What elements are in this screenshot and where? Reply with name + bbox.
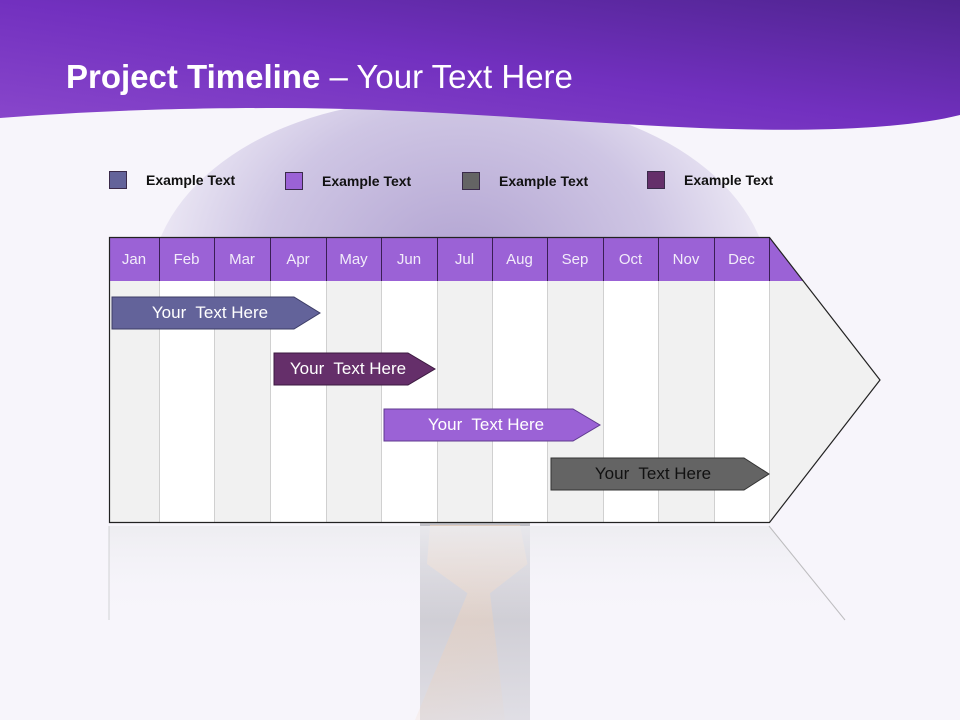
legend-item: Example Text: [285, 171, 411, 191]
task-bar-2-shape: [273, 352, 436, 386]
month-header-mar: Mar: [229, 250, 255, 268]
month-header-may: May: [339, 250, 368, 268]
legend-label: Example Text: [499, 173, 589, 189]
legend-item: Example Text: [462, 171, 588, 191]
month-header-jun: Jun: [396, 250, 422, 268]
month-header-aug: Aug: [506, 250, 533, 268]
legend-swatch: [109, 171, 127, 189]
month-header-jan: Jan: [121, 250, 147, 268]
legend-swatch: [285, 172, 303, 190]
month-header-dec: Dec: [728, 250, 755, 268]
legend-swatch: [462, 172, 480, 190]
month-header-nov: Nov: [672, 250, 700, 268]
task-bar-3-shape: [383, 408, 601, 442]
month-header-apr: Apr: [286, 250, 310, 268]
legend-label: Example Text: [684, 172, 774, 188]
title-rest: – Your Text Here: [320, 58, 573, 95]
month-header-feb: Feb: [173, 250, 200, 268]
header-banner: [0, 0, 960, 130]
task-bar-4-shape: [550, 457, 770, 491]
task-bar-3[interactable]: Your Text Here: [384, 409, 588, 441]
task-bar-label: Your Text Here: [289, 359, 407, 378]
task-bar-1-shape: [111, 296, 321, 330]
slide-title: Project Timeline – Your Text Here: [66, 58, 573, 96]
month-header-jul: Jul: [454, 250, 475, 268]
task-bar-2[interactable]: Your Text Here: [274, 353, 422, 385]
title-bold: Project Timeline: [66, 58, 321, 95]
legend-item: Example Text: [647, 170, 773, 190]
task-bar-label: Your Text Here: [594, 464, 712, 483]
legend-label: Example Text: [146, 172, 236, 188]
month-header-sep: Sep: [561, 250, 589, 268]
task-bar-label: Your Text Here: [151, 303, 269, 322]
legend-label: Example Text: [322, 173, 412, 189]
legend-swatch: [647, 171, 665, 189]
task-bar-4[interactable]: Your Text Here: [551, 458, 755, 490]
task-bar-1[interactable]: Your Text Here: [112, 297, 308, 329]
legend-item: Example Text: [109, 170, 235, 190]
month-header-oct: Oct: [618, 250, 643, 268]
task-bar-label: Your Text Here: [427, 415, 545, 434]
